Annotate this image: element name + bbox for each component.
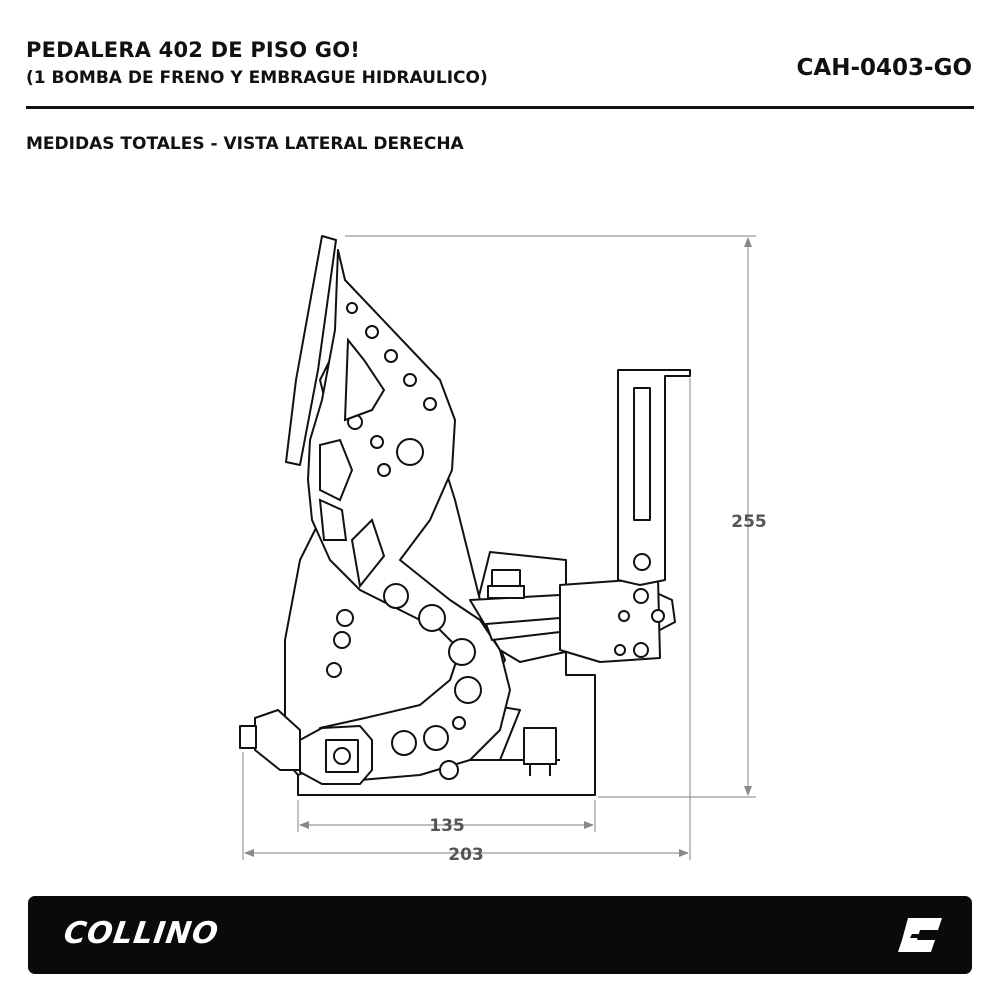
reservoir-post — [617, 369, 691, 586]
left-adjuster-nut — [239, 725, 257, 749]
reservoir-slot — [633, 387, 651, 521]
pedal-pad — [285, 235, 337, 466]
view-title: MEDIDAS TOTALES - VISTA LATERAL DERECHA — [26, 134, 464, 154]
bracket-bolt-2 — [633, 642, 649, 658]
dimension-lines — [242, 235, 756, 860]
collino-c-logo-icon — [898, 918, 942, 952]
footer-bar: COLLINO — [28, 896, 972, 974]
brand-wordmark: COLLINO — [61, 916, 222, 951]
left-adjuster — [254, 709, 301, 771]
product-code: CAH-0403-GO — [796, 55, 972, 81]
pivot-bolt — [333, 747, 351, 765]
bracket-bolt-1 — [633, 588, 649, 604]
upper-adjuster-nut — [491, 569, 521, 587]
product-subtitle: (1 BOMBA DE FRENO Y EMBRAGUE HIDRAULICO) — [26, 68, 488, 88]
reservoir-hole — [633, 553, 651, 571]
height-dimension-label: 255 — [731, 512, 767, 532]
technical-drawing: 255 135 203 — [239, 235, 767, 865]
pedal-assembly — [239, 235, 691, 796]
base-length-dimension-label: 135 — [429, 816, 465, 836]
lower-adjuster-nut — [523, 727, 557, 765]
header-divider — [26, 106, 974, 109]
lightening-holes — [318, 302, 482, 780]
total-length-dimension-label: 203 — [448, 845, 484, 865]
bracket-bolt-3 — [651, 609, 665, 623]
product-title: PEDALERA 402 DE PISO GO! — [26, 38, 361, 62]
